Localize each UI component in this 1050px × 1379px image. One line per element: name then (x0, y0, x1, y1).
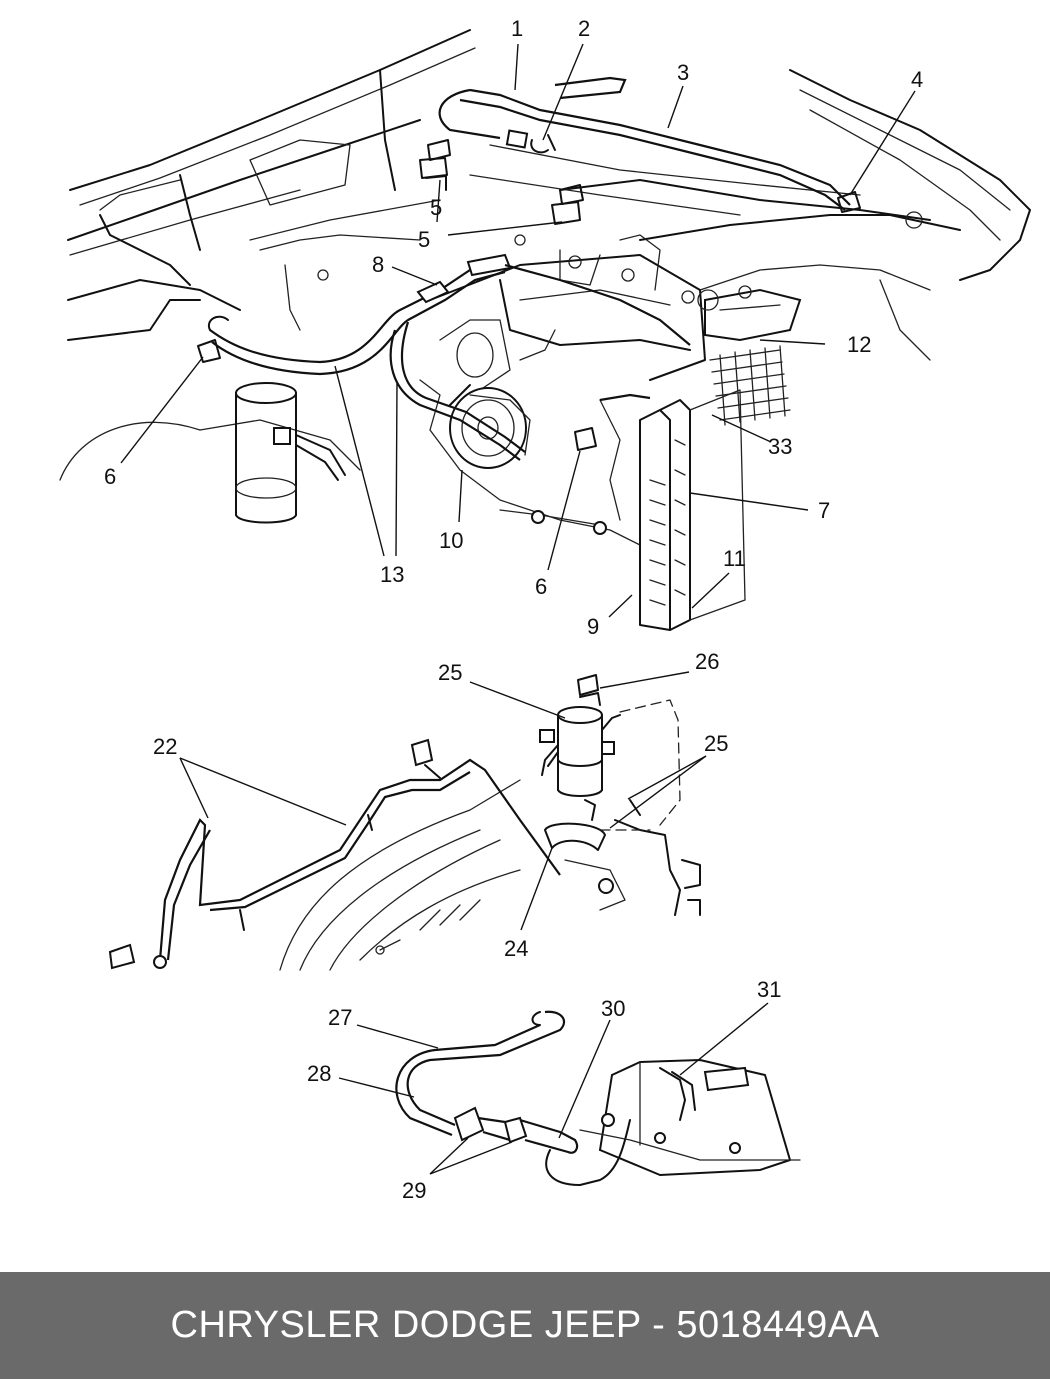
callout-3: 3 (677, 60, 689, 85)
parts-diagram: 1 2 3 4 5 5 8 12 33 6 7 10 11 13 6 9 25 … (59, 16, 1031, 1203)
callout-7: 7 (818, 498, 830, 523)
callout-9: 9 (587, 614, 599, 639)
leader-lines (120, 43, 916, 1175)
callout-28: 28 (307, 1061, 331, 1086)
engine-bay-illustration (59, 29, 1031, 631)
hose-clips (419, 139, 584, 225)
callout-4: 4 (911, 67, 923, 92)
callout-31: 31 (757, 977, 781, 1002)
callout-11: 11 (723, 546, 746, 571)
callout-26: 26 (695, 649, 719, 674)
callout-24: 24 (504, 936, 528, 961)
ac-compressor (449, 384, 531, 469)
callout-27: 27 (328, 1005, 352, 1030)
grille-mesh (709, 345, 791, 426)
callout-6b: 6 (535, 574, 547, 599)
callout-30: 30 (601, 996, 625, 1021)
callout-8: 8 (372, 252, 384, 277)
condenser (639, 389, 746, 631)
callout-12: 12 (847, 332, 871, 357)
accumulator-line-illustration (108, 674, 701, 971)
callout-5a: 5 (430, 195, 442, 220)
callout-2: 2 (578, 16, 590, 41)
callout-13: 13 (380, 562, 404, 587)
callout-6a: 6 (104, 464, 116, 489)
callout-33: 33 (768, 434, 792, 459)
accumulator (235, 382, 346, 524)
callout-1: 1 (511, 16, 523, 41)
hose-assembly-illustration (395, 1010, 801, 1186)
footer-banner: CHRYSLER DODGE JEEP - 5018449AA (0, 1272, 1050, 1379)
callout-25a: 25 (438, 660, 462, 685)
part-number-title: CHRYSLER DODGE JEEP - 5018449AA (170, 1304, 880, 1346)
callout-5b: 5 (418, 227, 430, 252)
callout-25b: 25 (704, 731, 728, 756)
callout-29: 29 (402, 1178, 426, 1203)
callout-labels: 1 2 3 4 5 5 8 12 33 6 7 10 11 13 6 9 25 … (104, 16, 923, 1203)
callout-10: 10 (439, 528, 463, 553)
callout-22: 22 (153, 734, 177, 759)
